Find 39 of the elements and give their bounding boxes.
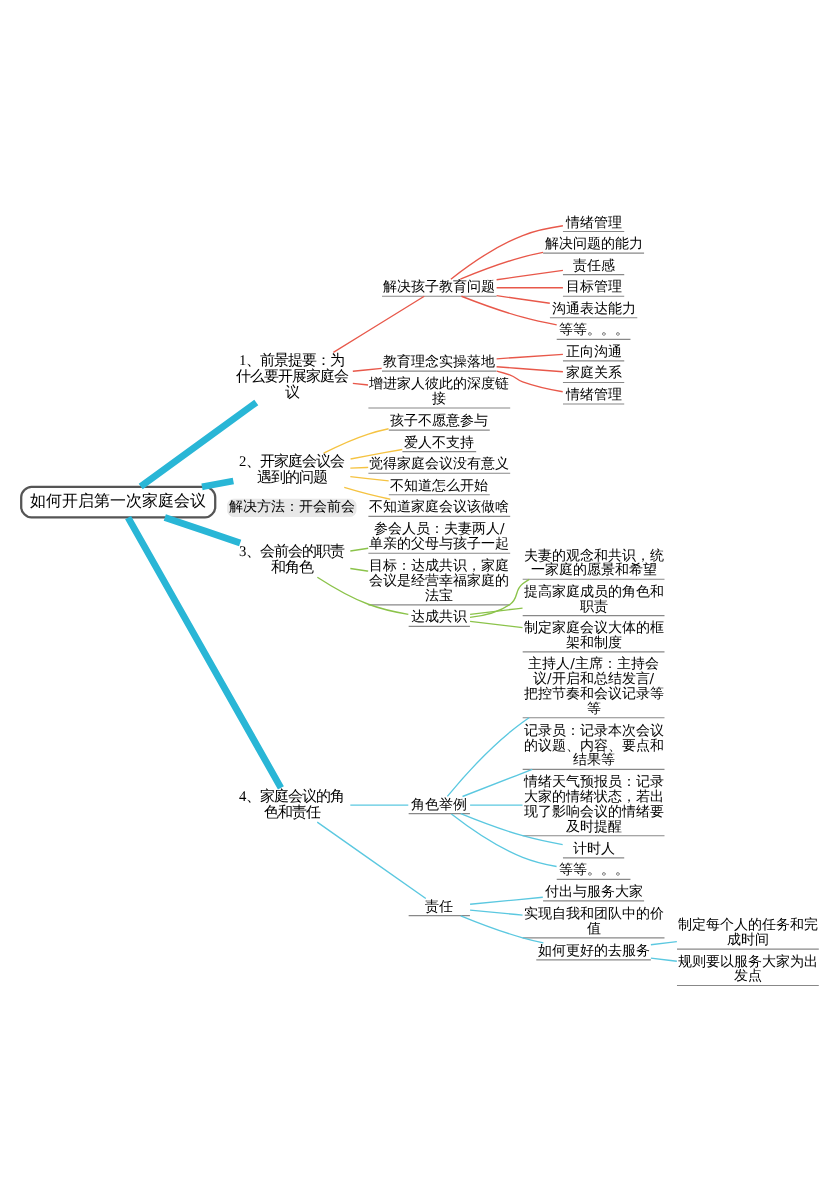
- connector: [349, 466, 369, 469]
- connector: [343, 486, 391, 500]
- connector: [446, 717, 530, 798]
- connector: [163, 514, 242, 547]
- connector: [352, 367, 383, 372]
- connector: [495, 287, 564, 289]
- connector: [469, 620, 524, 629]
- connector: [469, 578, 530, 619]
- connector: [469, 896, 544, 905]
- connector: [459, 251, 544, 280]
- connector: [332, 295, 425, 354]
- connector: [138, 399, 259, 490]
- connector: [450, 813, 558, 868]
- connector: [450, 225, 564, 280]
- connector: [349, 448, 403, 460]
- connector: [650, 940, 678, 946]
- connector: [316, 821, 427, 900]
- connector: [460, 295, 558, 326]
- connector: [349, 567, 369, 572]
- connector: [316, 576, 410, 615]
- connector: [495, 295, 551, 304]
- connector: [496, 370, 564, 393]
- connector: [352, 382, 369, 386]
- connector: [469, 804, 524, 806]
- connector: [460, 813, 564, 846]
- connector: [125, 515, 284, 790]
- connector: [495, 353, 564, 360]
- connector: [323, 428, 390, 454]
- connector: [495, 366, 564, 373]
- connector: [469, 607, 524, 615]
- connector: [349, 804, 409, 806]
- connector: [469, 909, 524, 916]
- connector: [495, 269, 564, 281]
- connector: [461, 768, 533, 798]
- connector: [349, 547, 369, 552]
- connector: [349, 475, 390, 482]
- connector: [460, 915, 545, 944]
- connector: [201, 477, 234, 491]
- connector: [650, 957, 678, 962]
